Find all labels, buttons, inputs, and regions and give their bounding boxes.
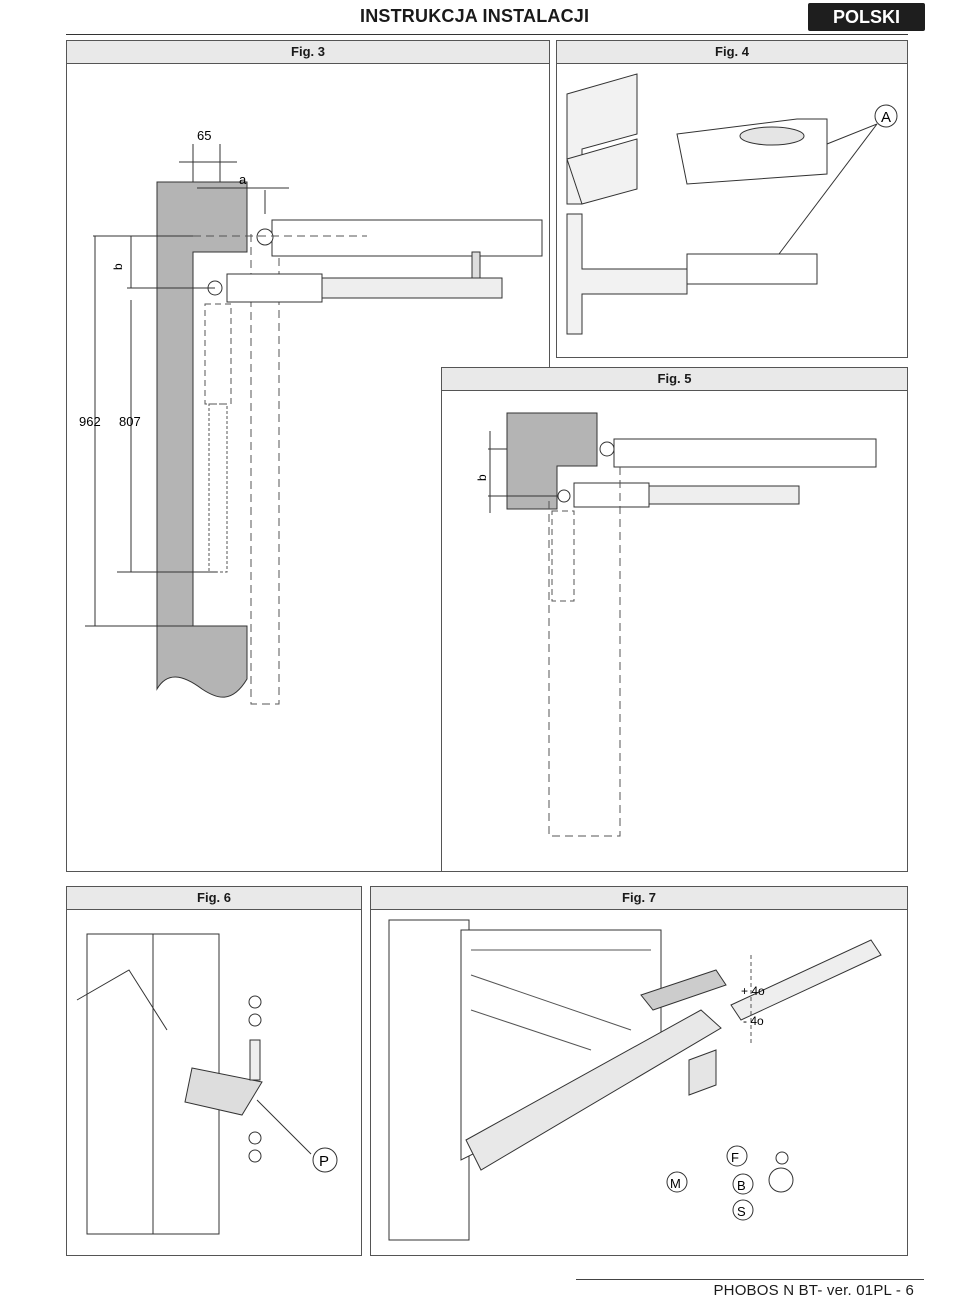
label-p: P bbox=[319, 1153, 329, 1170]
dim-a-label: a bbox=[239, 172, 247, 187]
figure-4-drawing: A bbox=[566, 73, 898, 335]
figure-7-drawing: + 4o - 4o F M B S bbox=[388, 919, 882, 1241]
label-m: M bbox=[670, 1176, 681, 1191]
figure-6-caption: Fig. 6 bbox=[67, 887, 361, 910]
figure-5-caption: Fig. 5 bbox=[442, 368, 907, 391]
figure-5-panel: Fig. 5 b bbox=[441, 367, 908, 872]
label-a: A bbox=[881, 109, 891, 126]
figure-4-caption: Fig. 4 bbox=[557, 41, 907, 64]
figure-3-drawing: 65 a b 962 807 bbox=[79, 128, 543, 705]
figure-3-caption: Fig. 3 bbox=[67, 41, 549, 64]
figure-7-panel: Fig. 7 + 4o - 4o F M B S bbox=[370, 886, 908, 1256]
figure-6-drawing: P bbox=[76, 933, 338, 1235]
label-b: B bbox=[737, 1178, 746, 1193]
dim-65-label: 65 bbox=[197, 128, 211, 143]
figure-7-caption: Fig. 7 bbox=[371, 887, 907, 910]
language-badge: POLSKI bbox=[808, 3, 925, 31]
figure-4-panel: Fig. 4 A bbox=[556, 40, 908, 358]
footer-rule bbox=[576, 1279, 924, 1280]
minus-angle-label: - 4o bbox=[743, 1014, 764, 1028]
document-title: INSTRUKCJA INSTALACJI bbox=[360, 6, 590, 26]
figure-6-panel: Fig. 6 P bbox=[66, 886, 362, 1256]
label-f: F bbox=[731, 1150, 739, 1165]
fig5-dim-b-label: b bbox=[475, 474, 489, 481]
footer-text: PHOBOS N BT- ver. 01PL - 6 bbox=[713, 1282, 914, 1299]
figure-5-drawing: b bbox=[475, 412, 877, 837]
dim-b-label: b bbox=[111, 263, 125, 270]
plus-angle-label: + 4o bbox=[741, 984, 765, 998]
header-rule bbox=[66, 34, 908, 35]
dim-807-label: 807 bbox=[119, 414, 141, 429]
label-s: S bbox=[737, 1204, 746, 1219]
dim-962-label: 962 bbox=[79, 414, 101, 429]
